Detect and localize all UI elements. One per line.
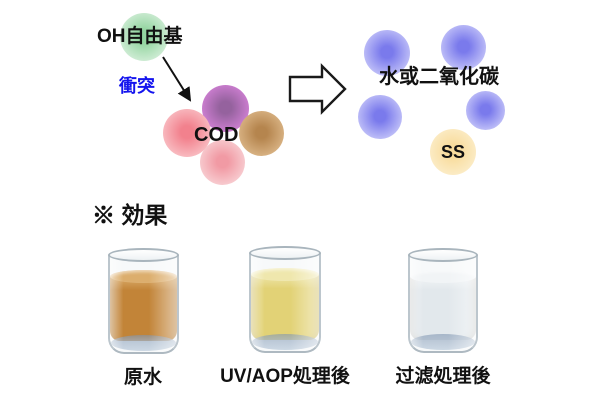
- oh-radical-label: OH自由基: [97, 26, 183, 47]
- water-glass-raw-column: 原水: [95, 248, 191, 389]
- glass-base: [252, 334, 318, 350]
- right-block-arrow-icon: [288, 63, 347, 115]
- oh-radical-circle: [120, 13, 168, 61]
- glass-label-uvaop: UV/AOP処理後: [220, 366, 350, 387]
- glass-rim: [107, 248, 179, 262]
- products-label: 水或二氧化碳: [379, 66, 499, 88]
- water-glass-raw: [107, 248, 179, 354]
- product-circle-2: [441, 25, 486, 70]
- glass-rim: [408, 248, 478, 262]
- water-glass-filtered-column: 过滤処理後: [370, 248, 516, 388]
- cod-circle-light-pink: [200, 140, 245, 185]
- glass-label-filtered: 过滤処理後: [395, 366, 491, 387]
- glass-liquid: [251, 274, 319, 340]
- effect-heading: ※ 効果: [92, 202, 168, 228]
- collision-arrow-icon: [162, 56, 192, 102]
- glass-body: [249, 253, 321, 353]
- glass-liquid-surface: [251, 268, 319, 281]
- glass-liquid: [109, 276, 177, 341]
- ss-label: SS: [440, 141, 465, 162]
- glass-rim: [249, 246, 321, 260]
- water-glass-uvaop: [249, 246, 321, 353]
- cod-circle-pink: [163, 109, 211, 157]
- water-glass-filtered: [408, 248, 478, 353]
- glass-liquid-surface: [109, 270, 177, 283]
- ss-circle: SS: [430, 129, 476, 175]
- water-glass-uvaop-column: UV/AOP処理後: [212, 246, 358, 388]
- collision-label: 衝突: [119, 76, 155, 96]
- cod-circle-tan: [239, 111, 284, 156]
- glass-body: [408, 255, 478, 353]
- glass-base: [110, 335, 176, 351]
- glass-label-raw: 原水: [123, 367, 162, 388]
- cod-label: COD: [194, 124, 239, 146]
- product-circle-1: [364, 30, 410, 76]
- glass-body: [107, 255, 179, 354]
- product-circle-4: [466, 91, 505, 130]
- glass-liquid: [410, 276, 476, 340]
- glass-liquid-surface: [410, 270, 476, 283]
- product-circle-3: [358, 95, 402, 139]
- glass-base: [411, 334, 475, 350]
